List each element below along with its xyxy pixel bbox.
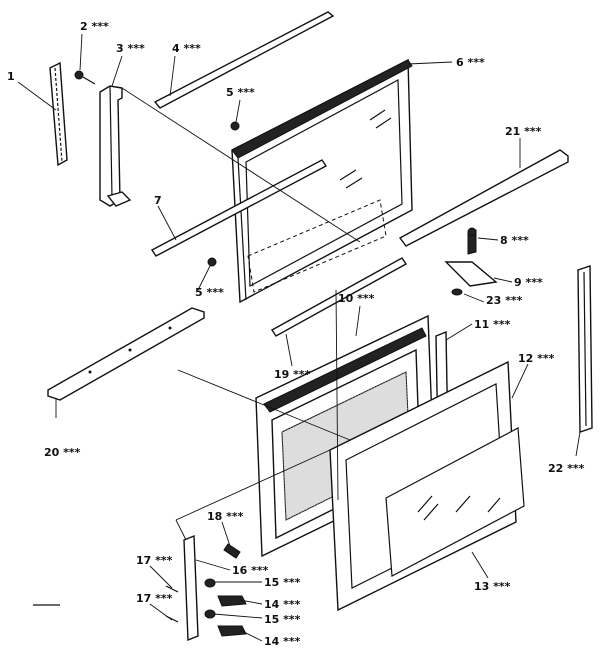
callout-4: 4 ***: [172, 42, 201, 55]
callout-19: 19 ***: [274, 368, 311, 381]
part-21-rail: [398, 149, 569, 247]
part-5-screw-upper: [230, 121, 240, 131]
part-9-bracket: [444, 261, 498, 287]
part-14-latch-upper: [217, 595, 247, 607]
callout-7: 7: [154, 194, 162, 207]
part-16-hinge-arm: [183, 534, 199, 642]
part-23-washer: [451, 288, 463, 296]
part-1-strip: [49, 61, 68, 167]
part-15-clip-lower: [204, 609, 216, 619]
callout-18: 18 ***: [207, 510, 244, 523]
leader-lines: [17, 33, 581, 642]
callout-11: 11 ***: [474, 318, 511, 331]
part-22-strip: [577, 265, 593, 433]
part-15-clip-upper: [204, 578, 216, 588]
part-4-top-strip: [153, 11, 335, 109]
part-7-strip: [150, 159, 328, 257]
part-14-latch-lower: [217, 625, 247, 637]
callout-8: 8 ***: [500, 234, 529, 247]
callout-15b: 15 ***: [264, 613, 301, 626]
callout-14a: 14 ***: [264, 598, 301, 611]
callout-6: 6 ***: [456, 56, 485, 69]
part-18-screw: [223, 543, 241, 559]
callout-9: 9 ***: [514, 276, 543, 289]
callout-5b: 5 ***: [195, 286, 224, 299]
callout-14b: 14 ***: [264, 635, 301, 648]
callout-3: 3 ***: [116, 42, 145, 55]
callout-17b: 17 ***: [136, 592, 173, 605]
callout-20: 20 ***: [44, 446, 81, 459]
callout-2: 2 ***: [80, 20, 109, 33]
part-5-screw-lower: [207, 257, 217, 267]
callout-22: 22 ***: [548, 462, 585, 475]
part-6-glass-frame: [231, 58, 413, 304]
callout-1: 1: [7, 70, 15, 83]
assembly-guide-lines: [121, 87, 361, 541]
part-2-screw: [74, 70, 96, 85]
callout-5a: 5 ***: [226, 86, 255, 99]
part-3-bracket: [99, 85, 132, 207]
part-17-pin-upper: [165, 585, 179, 593]
callout-10: 10 ***: [338, 292, 375, 305]
callout-17a: 17 ***: [136, 554, 173, 567]
part-13-glass: [385, 427, 525, 577]
callout-23: 23 ***: [486, 294, 523, 307]
callout-16: 16 ***: [232, 564, 269, 577]
part-8-pin: [467, 227, 477, 255]
callout-15a: 15 ***: [264, 576, 301, 589]
callout-13: 13 ***: [474, 580, 511, 593]
part-20-rail: [47, 307, 205, 401]
callout-12: 12 ***: [518, 352, 555, 365]
part-19-strip: [270, 257, 408, 337]
callout-21: 21 ***: [505, 125, 542, 138]
